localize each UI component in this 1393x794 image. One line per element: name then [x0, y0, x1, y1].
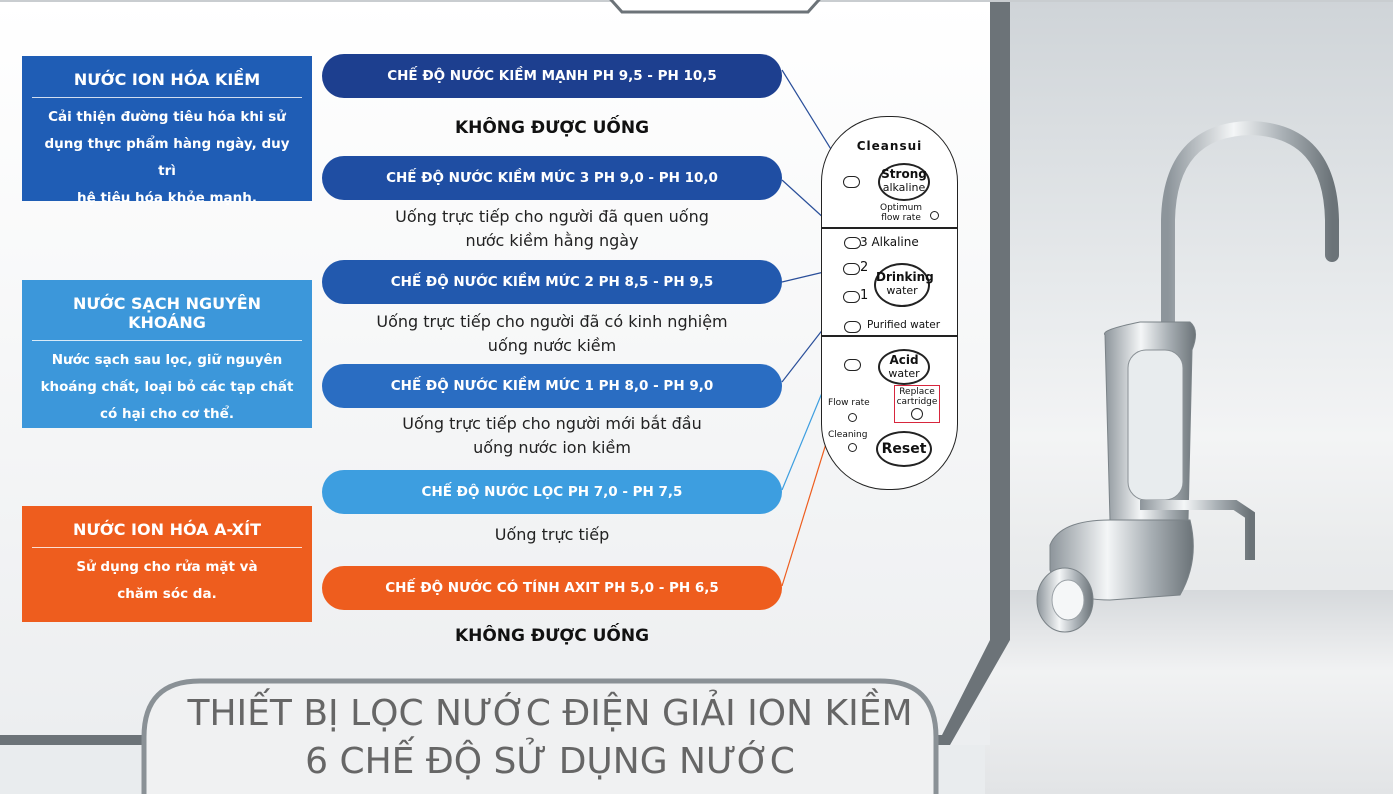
note-line: Uống trực tiếp cho người mới bắt đầu	[402, 414, 702, 433]
alkaline-3-label: 3 Alkaline	[860, 235, 919, 249]
mode-purified: CHẾ ĐỘ NƯỚC LỌC PH 7,0 - PH 7,5	[322, 470, 782, 514]
button-label: alkaline	[882, 181, 926, 194]
button-label: Drinking	[876, 270, 934, 284]
button-label: water	[886, 284, 918, 297]
note-line: nước kiềm hằng ngày	[465, 231, 639, 250]
label-line: Optimum	[880, 203, 923, 213]
info-box-body: Nước sạch sau lọc, giữ nguyên khoáng chấ…	[22, 341, 312, 434]
button-label: Strong	[881, 167, 927, 181]
led-alkaline-1	[843, 291, 860, 303]
note-level1: Uống trực tiếp cho người mới bắt đầu uốn…	[322, 412, 782, 460]
label-line: Replace	[899, 387, 935, 397]
panel-divider	[822, 227, 957, 229]
note-line: Uống trực tiếp cho người đã có kinh nghi…	[376, 312, 728, 331]
button-label: Acid	[889, 353, 919, 367]
button-label: Reset	[881, 441, 927, 457]
info-box-acid: NƯỚC ION HÓA A-XÍT Sử dụng cho rửa mặt v…	[22, 506, 312, 622]
led-alkaline-3	[844, 237, 861, 249]
optimum-indicator	[930, 211, 939, 220]
label-line: flow rate	[881, 213, 921, 223]
led-alkaline-2	[843, 263, 860, 275]
strong-alkaline-button[interactable]: Strong alkaline	[878, 163, 930, 201]
led-strong	[843, 176, 860, 188]
mode-alkaline-3: CHẾ ĐỘ NƯỚC KIỀM MỨC 3 PH 9,0 - PH 10,0	[322, 156, 782, 200]
replace-indicator	[911, 408, 923, 420]
note-level2: Uống trực tiếp cho người đã có kinh nghi…	[322, 310, 782, 358]
brand-logo: Cleansui	[856, 139, 923, 153]
info-box-title: NƯỚC ION HÓA A-XÍT	[32, 506, 302, 548]
mode-alkaline-2: CHẾ ĐỘ NƯỚC KIỀM MỨC 2 PH 8,5 - PH 9,5	[322, 260, 782, 304]
info-line: Nước sạch sau lọc, giữ nguyên	[51, 352, 283, 368]
note-line: Uống trực tiếp cho người đã quen uống	[395, 207, 709, 226]
label-line: cartridge	[896, 397, 938, 407]
info-line: có hại cho cơ thể.	[100, 406, 234, 422]
alkaline-1-label: 1	[860, 288, 869, 303]
drinking-water-button[interactable]: Drinking water	[874, 263, 934, 307]
button-label: water	[888, 367, 920, 380]
purified-label: Purified water	[867, 319, 941, 331]
mode-strong-alkaline: CHẾ ĐỘ NƯỚC KIỀM MẠNH PH 9,5 - PH 10,5	[322, 54, 782, 98]
panel-divider	[822, 335, 957, 337]
info-line: chăm sóc da.	[117, 586, 217, 602]
acid-water-button[interactable]: Acid water	[878, 349, 930, 385]
info-line: khoáng chất, loại bỏ các tạp chất	[40, 379, 294, 395]
cleaning-indicator	[848, 443, 857, 452]
info-line: Cải thiện đường tiêu hóa khi sử	[48, 109, 286, 125]
note-line: uống nước ion kiềm	[473, 438, 631, 457]
info-line: Sử dụng cho rửa mặt và	[76, 559, 258, 575]
footer-title: THIẾT BỊ LỌC NƯỚC ĐIỆN GIẢI ION KIỀM 6 C…	[150, 690, 950, 786]
info-box-title: NƯỚC SẠCH NGUYÊN KHOÁNG	[32, 280, 302, 341]
reset-button[interactable]: Reset	[876, 431, 932, 467]
optimum-flow-label: Optimum flow rate	[880, 203, 922, 223]
info-box-alkaline: NƯỚC ION HÓA KIỀM Cải thiện đường tiêu h…	[22, 56, 312, 206]
footer-line-2: 6 CHẾ ĐỘ SỬ DỤNG NƯỚC	[305, 741, 795, 782]
info-box-body: Cải thiện đường tiêu hóa khi sử dụng thự…	[22, 98, 312, 218]
replace-cartridge-box: Replace cartridge	[894, 385, 940, 423]
control-panel: Cleansui Strong alkaline Optimum flow ra…	[821, 116, 958, 490]
note-line: uống nước kiềm	[487, 336, 617, 355]
cleaning-label: Cleaning	[828, 430, 868, 440]
mode-acid: CHẾ ĐỘ NƯỚC CÓ TÍNH AXIT PH 5,0 - PH 6,5	[322, 566, 782, 610]
note-acid: KHÔNG ĐƯỢC UỐNG	[454, 626, 650, 646]
info-box-title: NƯỚC ION HÓA KIỀM	[32, 56, 302, 98]
flow-rate-indicator	[848, 413, 857, 422]
info-line: hệ tiêu hóa khỏe mạnh.	[77, 190, 257, 206]
footer-banner	[141, 678, 939, 794]
note-level3: Uống trực tiếp cho người đã quen uống nư…	[322, 205, 782, 253]
note-strong: KHÔNG ĐƯỢC UỐNG	[454, 118, 650, 138]
footer-line-1: THIẾT BỊ LỌC NƯỚC ĐIỆN GIẢI ION KIỀM	[187, 693, 913, 734]
alkaline-2-label: 2	[860, 260, 869, 275]
info-line: dụng thực phẩm hàng ngày, duy trì	[44, 136, 290, 179]
info-box-mineral: NƯỚC SẠCH NGUYÊN KHOÁNG Nước sạch sau lọ…	[22, 280, 312, 428]
led-acid	[844, 359, 861, 371]
mode-alkaline-1: CHẾ ĐỘ NƯỚC KIỀM MỨC 1 PH 8,0 - PH 9,0	[322, 364, 782, 408]
note-purified: Uống trực tiếp	[494, 525, 610, 544]
info-box-body: Sử dụng cho rửa mặt và chăm sóc da.	[22, 548, 312, 614]
flow-rate-label: Flow rate	[828, 398, 870, 408]
top-tab	[609, 0, 821, 14]
led-purified	[844, 321, 861, 333]
